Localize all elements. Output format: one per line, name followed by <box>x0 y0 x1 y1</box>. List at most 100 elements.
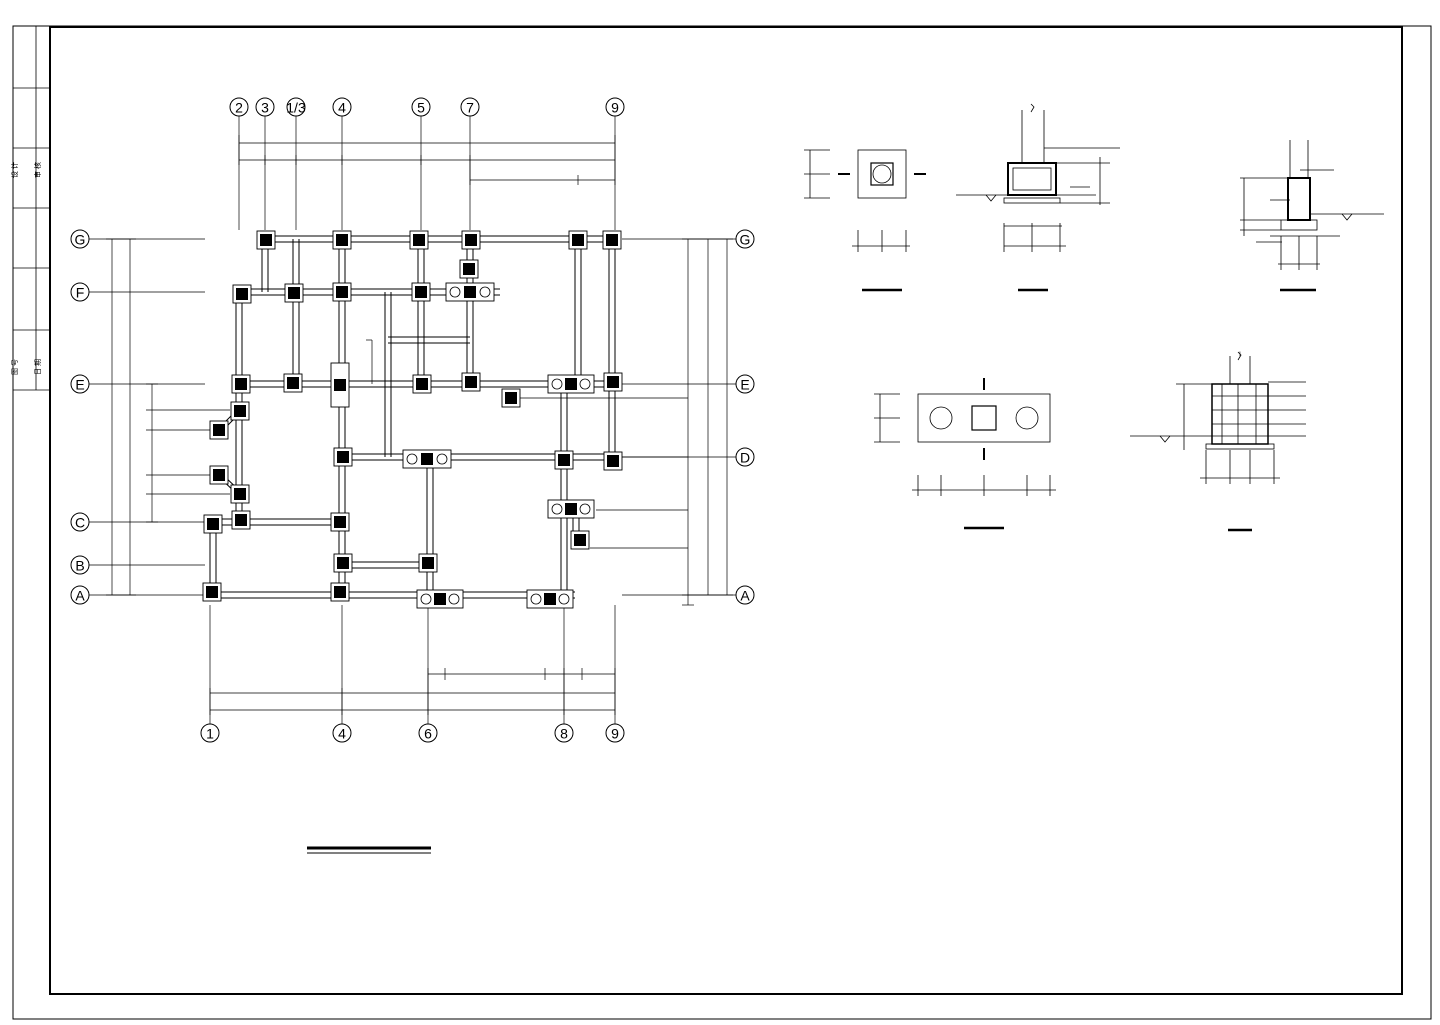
tb-cell-drawing-no: 图 号 <box>11 359 19 375</box>
plan-title-underline <box>307 846 431 854</box>
beam-16 <box>560 384 568 595</box>
footing-5 <box>602 230 622 250</box>
axis-bubble-top-2: 1/3 <box>286 97 306 117</box>
pile-circle <box>530 593 542 605</box>
title-block-texts: 设 计 审 核 图 号 日 期 <box>10 162 42 375</box>
detail-combined-footing <box>874 378 1056 530</box>
axis-bubble-bottom-0: 1 <box>200 723 220 743</box>
footing-28 <box>203 514 223 534</box>
axis-bubble-top-3: 4 <box>332 97 352 117</box>
beam-8 <box>292 239 300 384</box>
axis-bubble-bottom-3-label: 8 <box>560 726 568 742</box>
axis-bubble-left-0: G <box>70 229 90 249</box>
axis-bubble-left-5: A <box>70 585 90 605</box>
axis-bubble-bottom-3: 8 <box>554 723 574 743</box>
footing-15 <box>412 374 432 394</box>
column-section <box>558 454 570 466</box>
detail-beam-section <box>956 103 1120 292</box>
section-mark-top: I <box>1239 352 1241 358</box>
column-section <box>574 534 586 546</box>
column-section <box>607 376 619 388</box>
pile-circle <box>406 453 418 465</box>
column-section <box>234 405 246 417</box>
axis-bubble-right-1: E <box>735 374 755 394</box>
axis-bubble-top-5-circle <box>460 97 480 117</box>
beam-3 <box>342 453 615 461</box>
axis-bubble-top-5: 7 <box>460 97 480 117</box>
footing-29 <box>231 510 251 530</box>
pile-circle <box>448 593 460 605</box>
axis-bubble-bottom-0-label: 1 <box>206 726 214 742</box>
column-section <box>288 287 300 299</box>
column-section <box>334 379 346 391</box>
column-section <box>236 288 248 300</box>
footing-17 <box>547 374 595 394</box>
footing-37 <box>416 589 464 609</box>
axis-bubble-top-6-label: 9 <box>611 100 619 116</box>
footing-33 <box>333 553 353 573</box>
pile-circle <box>579 378 591 390</box>
beam-5 <box>342 561 430 569</box>
axis-bubble-top-1-label: 3 <box>261 100 269 116</box>
axis-bubble-left-2: E <box>70 374 90 394</box>
footing-9 <box>411 282 431 302</box>
outer-border <box>12 25 1432 1020</box>
axis-bubble-bottom-3-circle <box>554 723 574 743</box>
column-section <box>336 286 348 298</box>
axis-bubble-left-5-label: A <box>75 588 85 604</box>
footing-6 <box>232 284 252 304</box>
pile-circle <box>420 593 432 605</box>
footing-31 <box>547 499 595 519</box>
axis-bubble-bottom-4: 9 <box>605 723 625 743</box>
title-block <box>12 26 50 391</box>
beam-19 <box>388 336 470 344</box>
column-section <box>334 586 346 598</box>
axis-bubble-left-1-label: F <box>76 285 85 301</box>
axis-bubble-right-2: D <box>735 447 755 467</box>
footing-3 <box>461 230 481 250</box>
footing-14 <box>330 362 350 408</box>
axis-bubble-bottom-4-circle <box>605 723 625 743</box>
footing-35 <box>202 582 222 602</box>
footing-27 <box>603 451 623 471</box>
axis-bubble-bottom-2-circle <box>418 723 438 743</box>
footing-1 <box>332 230 352 250</box>
footing-19 <box>501 388 521 408</box>
column-section <box>413 234 425 246</box>
column-section <box>213 424 225 436</box>
axis-bubble-bottom-1-circle <box>332 723 352 743</box>
column-section <box>465 234 477 246</box>
axis-bubble-right-0-label: G <box>740 232 751 248</box>
footing-20 <box>230 401 250 421</box>
column-section <box>565 503 577 515</box>
axis-bubble-left-3-label: C <box>75 515 85 531</box>
column-section <box>235 514 247 526</box>
pile-circle <box>558 593 570 605</box>
column-section <box>416 378 428 390</box>
axis-bubble-right-3-label: A <box>740 588 750 604</box>
axis-bubble-right-0-circle <box>735 229 755 249</box>
beam-6 <box>210 591 575 599</box>
axis-bubble-left-0-circle <box>70 229 90 249</box>
column-section <box>207 518 219 530</box>
beam-20 <box>417 310 425 340</box>
column-footings <box>202 230 623 609</box>
column-section <box>421 453 433 465</box>
axis-bubble-top-2-circle <box>286 97 306 117</box>
footing-18 <box>603 372 623 392</box>
axis-bubble-top-4-circle <box>411 97 431 117</box>
beam-15 <box>426 457 434 595</box>
footing-23 <box>230 484 250 504</box>
axis-bubble-left-0-label: G <box>75 232 86 248</box>
beam-18 <box>384 292 392 457</box>
detail-footing-section-I <box>1130 351 1306 532</box>
footing-16 <box>461 372 481 392</box>
axis-bubble-top-4: 5 <box>411 97 431 117</box>
axis-bubble-top-5-label: 7 <box>466 100 474 116</box>
tb-cell-check: 审 核 <box>33 162 42 178</box>
footing-4 <box>568 230 588 250</box>
column-section <box>235 378 247 390</box>
column-section <box>337 451 349 463</box>
footing-24 <box>333 447 353 467</box>
